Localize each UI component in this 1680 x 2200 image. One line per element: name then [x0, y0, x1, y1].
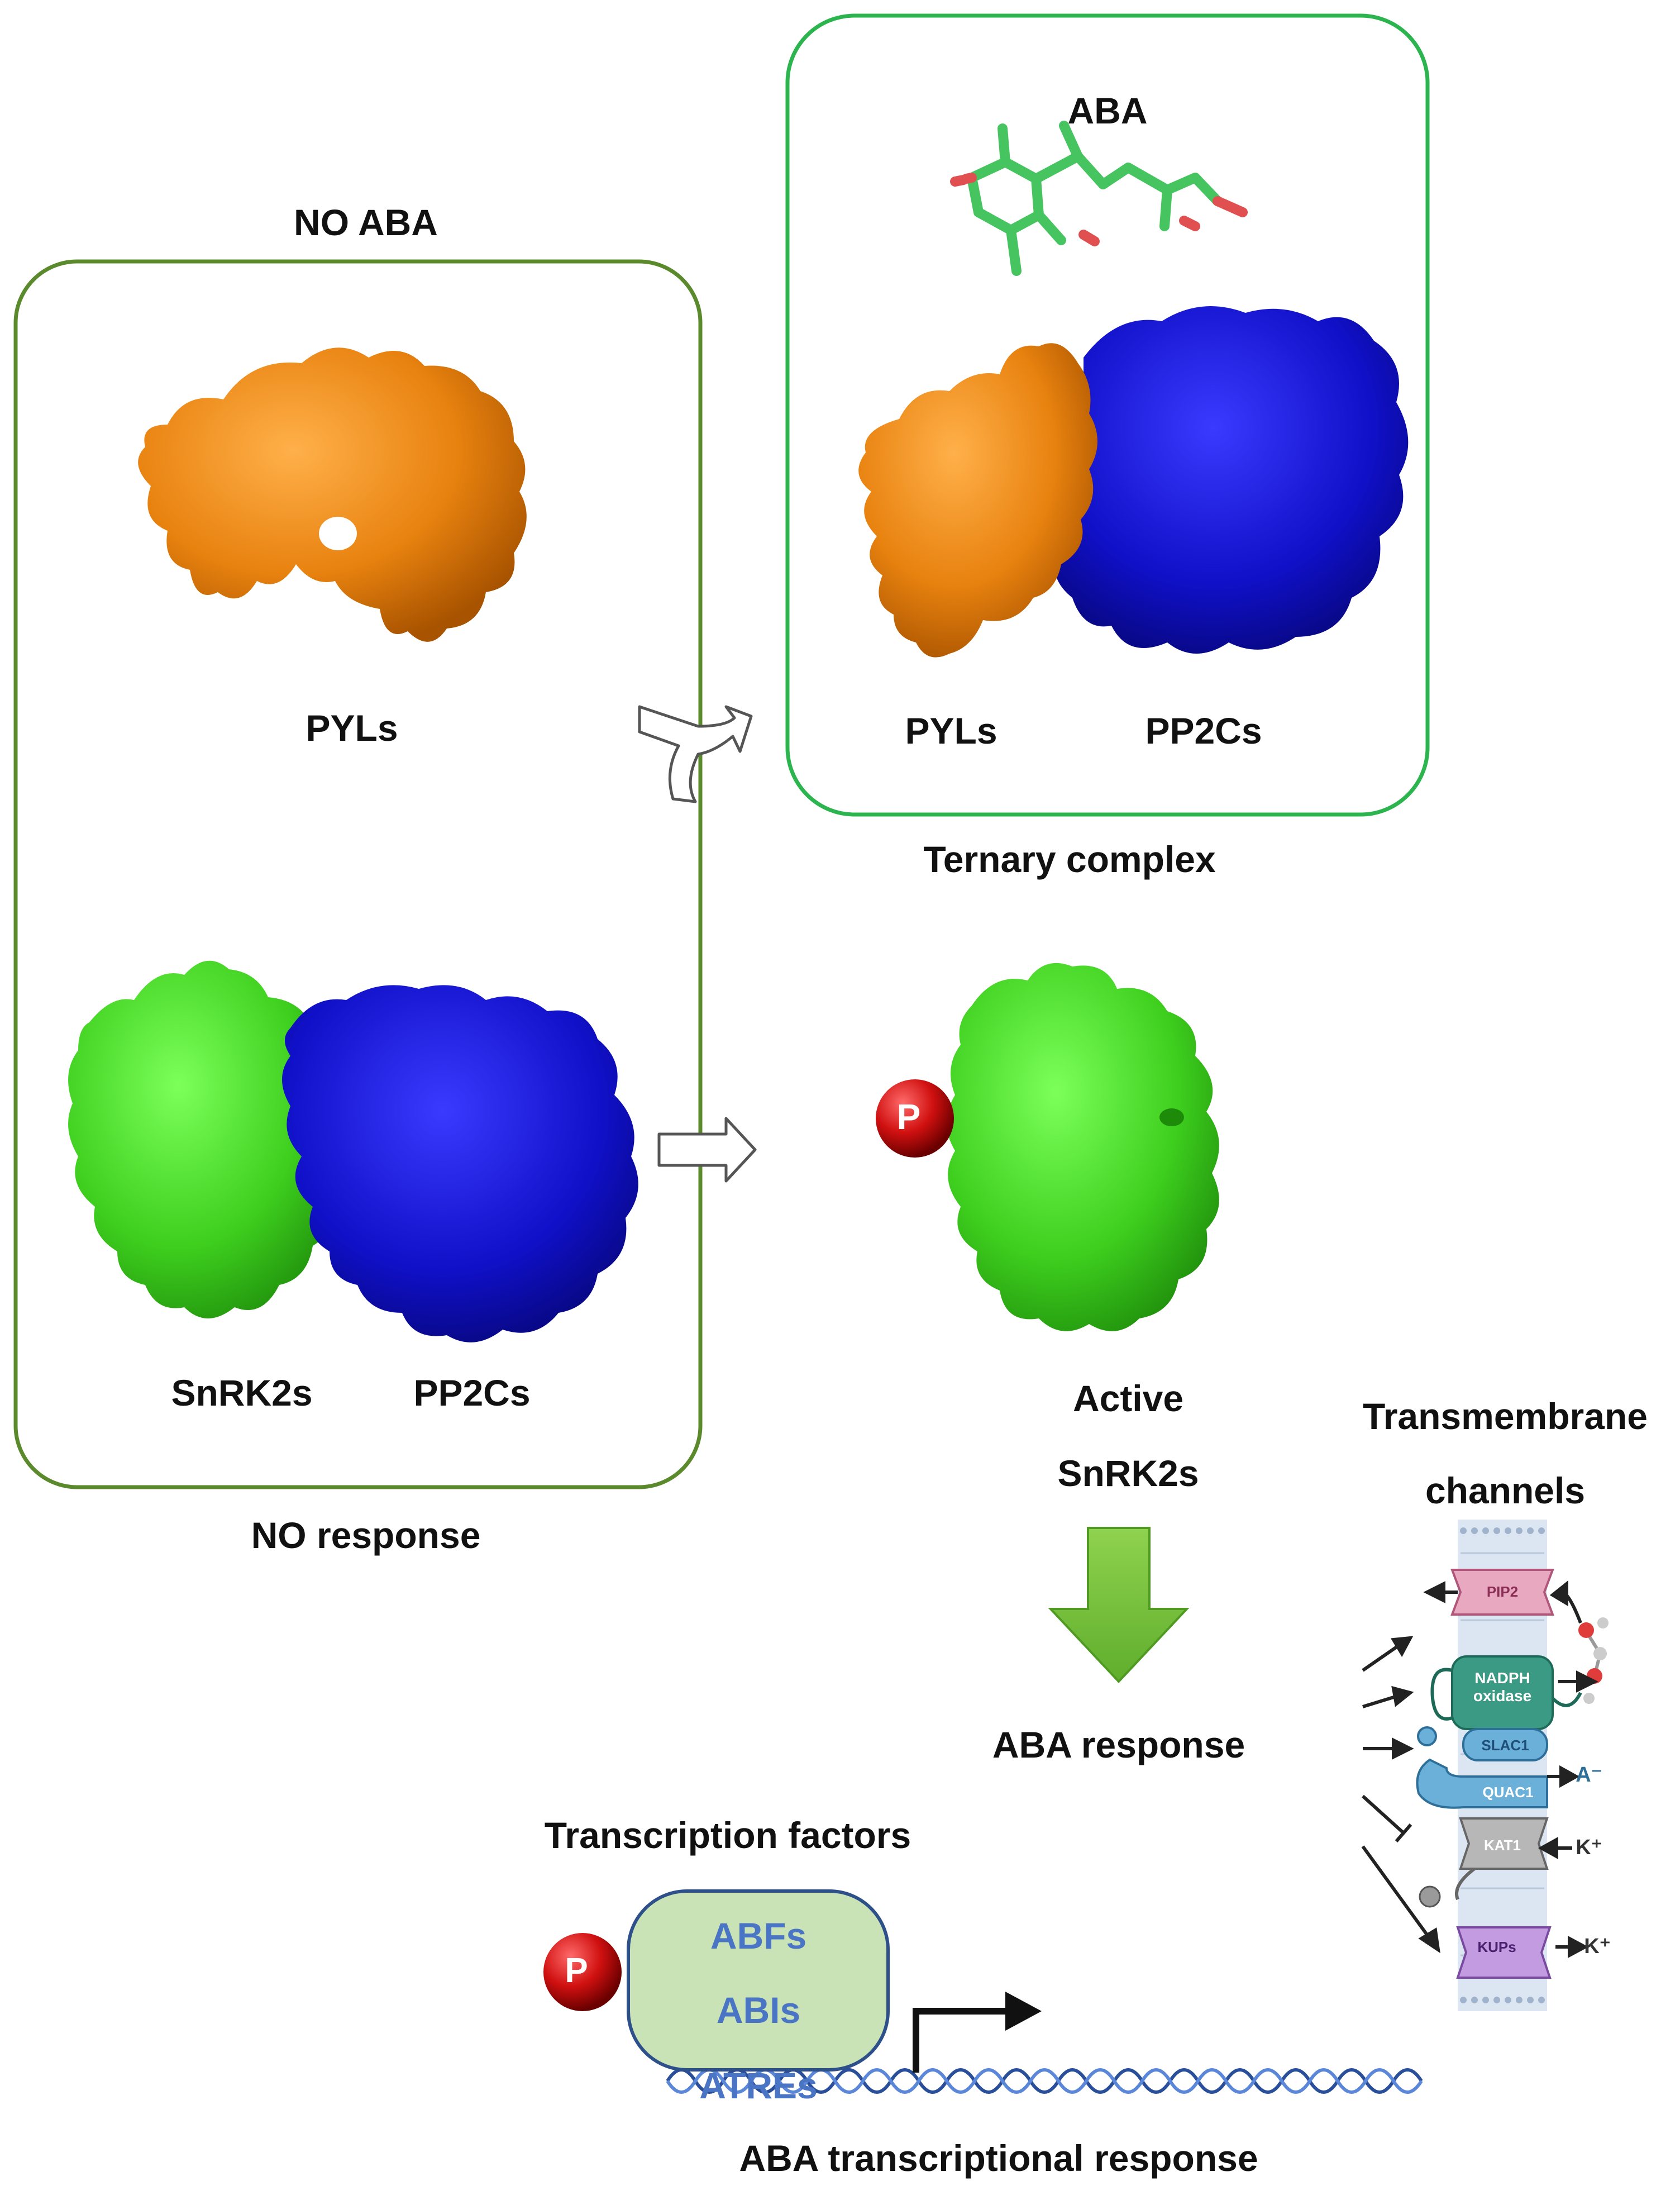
phospho-label-snrk2: P: [896, 1097, 921, 1137]
pyls-label-complex: PYLs: [905, 710, 997, 751]
curved-arrow: [638, 705, 753, 803]
quac1-label: QUAC1: [1482, 1784, 1534, 1801]
pyls-label-left: PYLs: [306, 707, 398, 749]
nadph-label: NADPH oxidase: [1473, 1669, 1532, 1705]
pip2-label: PIP2: [1486, 1583, 1519, 1600]
kat1-potassium-label: K⁺: [1576, 1836, 1602, 1859]
quac1-channel: [1416, 1758, 1548, 1809]
pp2cs-label-complex: PP2Cs: [1145, 710, 1262, 751]
membrane-panel: [1361, 1520, 1609, 2011]
aba-response-label: ABA response: [992, 1724, 1245, 1765]
channels-title-line1: Transmembrane: [1363, 1396, 1648, 1437]
tf-box: [627, 1889, 890, 2072]
aba-title: ABA: [1067, 90, 1148, 131]
pyl-pocket: [319, 517, 357, 550]
aba-molecule: [950, 121, 1248, 276]
abfs-label: ABFs: [710, 1915, 807, 1956]
pp2c-protein-complex: [1054, 306, 1409, 654]
phospho-ball-tf: [543, 1933, 622, 2011]
channels-title-line2: channels: [1425, 1470, 1586, 1511]
pp2cs-label-left: PP2Cs: [413, 1372, 531, 1413]
ros-molecule-icon: [1578, 1617, 1609, 1704]
transcriptional-response-label: ABA transcriptional response: [739, 2137, 1258, 2179]
snrk2-protein-left: [68, 960, 343, 1318]
phospho-label-tf: P: [565, 1951, 588, 1990]
slac1-channel: [1462, 1728, 1548, 1761]
transcription-start-arrow: [913, 1992, 1042, 2073]
abis-label: ABIs: [716, 1989, 801, 2031]
ternary-complex-label: Ternary complex: [923, 839, 1216, 880]
straight-arrow: [657, 1117, 757, 1183]
anion-label: A⁻: [1576, 1763, 1602, 1787]
active-label-line2: SnRK2s: [1057, 1453, 1199, 1494]
active-label-line1: Active: [1072, 1378, 1184, 1419]
snrk2-cavity: [1159, 1108, 1184, 1126]
kat1-channel: [1459, 1817, 1549, 1870]
kups-potassium-label: K⁺: [1584, 1935, 1611, 1958]
kups-channel: [1456, 1926, 1552, 1979]
slac1-label: SLAC1: [1481, 1737, 1529, 1754]
snrk2s-label-left: SnRK2s: [171, 1372, 313, 1413]
response-arrow: [1048, 1527, 1190, 1683]
aba-box: [785, 13, 1430, 817]
pip2-channel: [1450, 1569, 1554, 1616]
no-response-label: NO response: [251, 1515, 481, 1556]
tf-title: Transcription factors: [544, 1815, 911, 1856]
pyl-protein-complex: [858, 343, 1097, 658]
snrk2-protein-active: [947, 963, 1219, 1331]
phospho-ball-snrk2: [876, 1079, 954, 1158]
no-aba-box: [13, 259, 703, 1489]
no-aba-title: NO ABA: [294, 202, 438, 243]
pyl-protein-left: [138, 347, 527, 642]
atres-label: ATREs: [699, 2065, 818, 2106]
kat1-label: KAT1: [1484, 1837, 1521, 1854]
kups-label: KUPs: [1477, 1939, 1516, 1955]
pp2c-protein-left: [282, 985, 638, 1342]
